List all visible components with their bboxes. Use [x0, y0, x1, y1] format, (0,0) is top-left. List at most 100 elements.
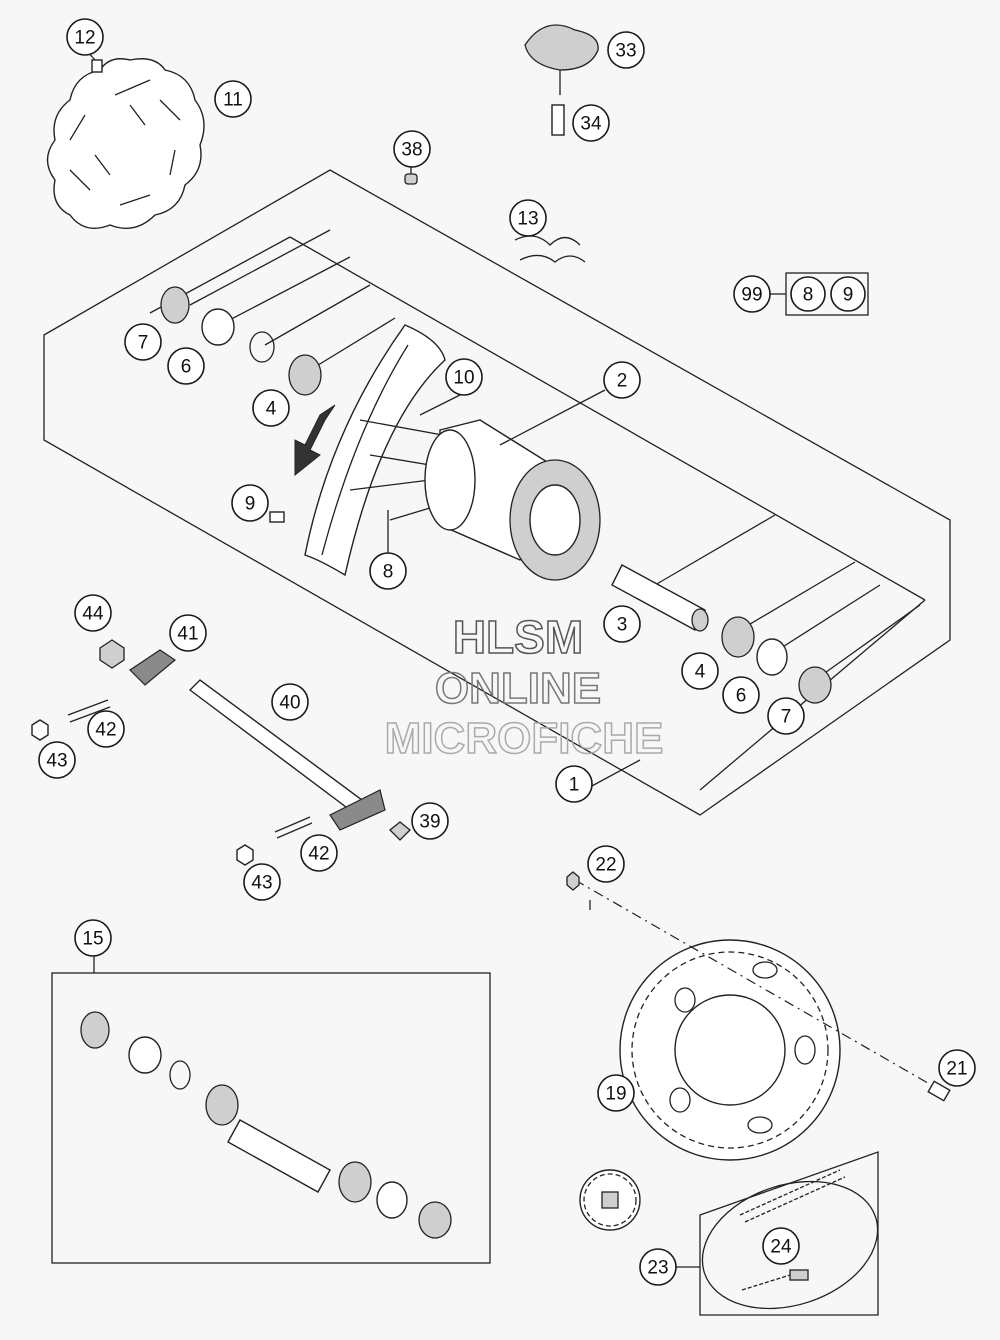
- callout-number: 9: [245, 494, 256, 515]
- callout-number: 8: [383, 562, 394, 583]
- callout-number: 11: [223, 90, 243, 111]
- callout-circle: [938, 1049, 976, 1087]
- callout-circle: [169, 614, 207, 652]
- callout-number: 41: [177, 624, 198, 645]
- callout-number: 19: [605, 1084, 626, 1105]
- callout-circle: [762, 1227, 800, 1265]
- callout-circle: [681, 652, 719, 690]
- callout-2: 2: [603, 361, 641, 399]
- spacer-sleeve: [611, 564, 709, 632]
- callout-42: 42: [87, 710, 125, 748]
- callout-number: 12: [74, 28, 95, 49]
- disc-bolt: [91, 59, 103, 73]
- callout-3: 3: [603, 605, 641, 643]
- callout-circle: [74, 594, 112, 632]
- callout-34: 34: [572, 104, 610, 142]
- callout-12: 12: [66, 18, 104, 56]
- callout-number: 1: [569, 775, 580, 796]
- right-hub-parts: [721, 616, 832, 704]
- callout-40: 40: [271, 683, 309, 721]
- callout-number: 43: [46, 751, 67, 772]
- callout-8: 8: [369, 552, 407, 590]
- callout-number: 7: [138, 333, 149, 354]
- callout-42: 42: [300, 834, 338, 872]
- front-sprocket: [579, 1169, 641, 1231]
- callout-13: 13: [509, 199, 547, 237]
- callout-number: 23: [647, 1258, 668, 1279]
- callout-circle: [411, 802, 449, 840]
- watermark-line-2: ONLINE: [435, 664, 601, 713]
- callout-38: 38: [393, 130, 431, 168]
- callout-43: 43: [38, 741, 76, 779]
- callout-circle: [369, 552, 407, 590]
- callout-number: 40: [279, 693, 300, 714]
- rotation-arrow-icon: [294, 404, 336, 477]
- callout-43: 43: [243, 863, 281, 901]
- callout-circle: [767, 697, 805, 735]
- callout-circle: [597, 1074, 635, 1112]
- callout-circle: [733, 275, 771, 313]
- callout-circle: [445, 358, 483, 396]
- callout-circle: [607, 31, 645, 69]
- callout-number: 6: [736, 686, 747, 707]
- sprocket-nut: [566, 871, 580, 891]
- callout-6: 6: [722, 676, 760, 714]
- valve-cap: [404, 173, 418, 185]
- callout-circle: [603, 605, 641, 643]
- callout-4: 4: [681, 652, 719, 690]
- callout-number: 33: [615, 41, 636, 62]
- callout-15: 15: [74, 919, 112, 957]
- valve-small: [269, 511, 285, 523]
- callout-number: 10: [453, 368, 474, 389]
- rim: [304, 324, 446, 577]
- callout-number: 34: [580, 114, 602, 135]
- callout-circle: [252, 389, 290, 427]
- callout-number: 8: [803, 285, 814, 306]
- callout-7: 7: [767, 697, 805, 735]
- callout-circle: [231, 484, 269, 522]
- callout-23: 23: [639, 1248, 677, 1286]
- callout-circle: [639, 1248, 677, 1286]
- callout-9: 9: [231, 484, 269, 522]
- callout-circle: [87, 710, 125, 748]
- callout-19: 19: [597, 1074, 635, 1112]
- callout-number: 15: [82, 929, 103, 950]
- callout-number: 99: [741, 285, 762, 306]
- axle-parts: [31, 639, 411, 866]
- callout-99: 99: [733, 275, 771, 313]
- spoke-nipple-set: [514, 235, 586, 263]
- watermark-line-3: MICROFICHE: [385, 714, 664, 763]
- callout-circle: [38, 741, 76, 779]
- callout-circle: [271, 683, 309, 721]
- callout-22: 22: [587, 845, 625, 883]
- callout-circle: [572, 104, 610, 142]
- hub-service-kit: [51, 950, 491, 1264]
- callout-number: 9: [843, 285, 854, 306]
- callout-number: 4: [266, 399, 277, 420]
- callout-number: 13: [517, 209, 538, 230]
- callout-number: 42: [95, 720, 116, 741]
- sprocket-bolt: [927, 1080, 951, 1102]
- callout-circle: [722, 676, 760, 714]
- stand-pad: [524, 24, 599, 136]
- callout-number: 2: [617, 371, 628, 392]
- callout-circle: [74, 919, 112, 957]
- callout-8: 8: [790, 276, 826, 312]
- left-hub-parts: [160, 286, 322, 396]
- hub-assembly: [349, 419, 601, 581]
- callout-circle: [830, 276, 866, 312]
- callout-7: 7: [124, 323, 162, 361]
- callout-41: 41: [169, 614, 207, 652]
- brake-disc: [46, 58, 205, 229]
- rear-sprocket: [619, 939, 841, 1161]
- callout-number: 4: [695, 662, 706, 683]
- callout-circle: [66, 18, 104, 56]
- callout-21: 21: [938, 1049, 976, 1087]
- callout-circle: [300, 834, 338, 872]
- callout-circle: [167, 347, 205, 385]
- callout-10: 10: [445, 358, 483, 396]
- callout-number: 7: [781, 707, 792, 728]
- callout-number: 42: [308, 844, 329, 865]
